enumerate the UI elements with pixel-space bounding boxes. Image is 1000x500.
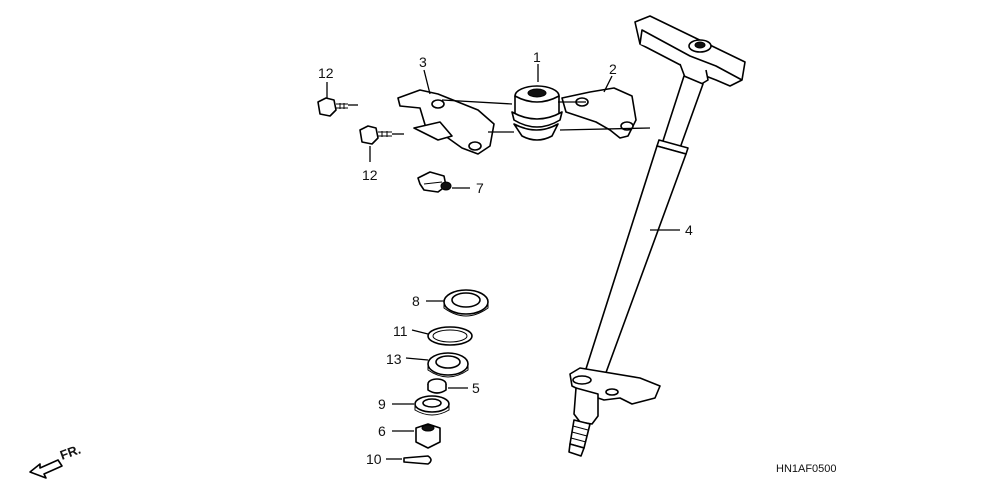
callout-7: 7 [476, 180, 484, 196]
cable-clip [417, 171, 452, 193]
callout-4: 4 [685, 222, 693, 238]
holder-bracket [397, 89, 495, 155]
castle-nut [415, 423, 441, 449]
callout-10: 10 [366, 451, 382, 467]
steering-shaft [568, 15, 746, 457]
callout-1: 1 [533, 49, 541, 65]
callout-labels: 1 2 3 4 5 6 7 8 9 10 11 12 12 13 [318, 49, 693, 467]
flange-bolt-lower [359, 125, 392, 145]
dust-seal [427, 378, 447, 394]
callout-2: 2 [609, 61, 617, 77]
bearing [427, 352, 469, 378]
callout-12-lower: 12 [362, 167, 378, 183]
diagram-code: HN1AF0500 [776, 463, 837, 475]
callout-8: 8 [412, 293, 420, 309]
leader-lines [326, 64, 680, 460]
front-direction-label: FR. [58, 442, 83, 463]
callout-13: 13 [386, 351, 402, 367]
callout-11: 11 [393, 323, 408, 339]
oil-seal [443, 289, 489, 317]
callout-9: 9 [378, 396, 386, 412]
callout-3: 3 [419, 54, 427, 70]
circlip [427, 326, 473, 346]
callout-5: 5 [472, 380, 480, 396]
callout-12-upper: 12 [318, 65, 334, 81]
front-direction-indicator: FR. [29, 442, 83, 479]
callout-6: 6 [378, 423, 386, 439]
washer [414, 395, 450, 416]
bushing-holder [561, 87, 637, 139]
front-arrow-icon [29, 459, 63, 479]
cotter-pin [403, 455, 432, 465]
flange-bolt-upper [317, 97, 348, 117]
steering-shaft-bushing [511, 85, 563, 141]
